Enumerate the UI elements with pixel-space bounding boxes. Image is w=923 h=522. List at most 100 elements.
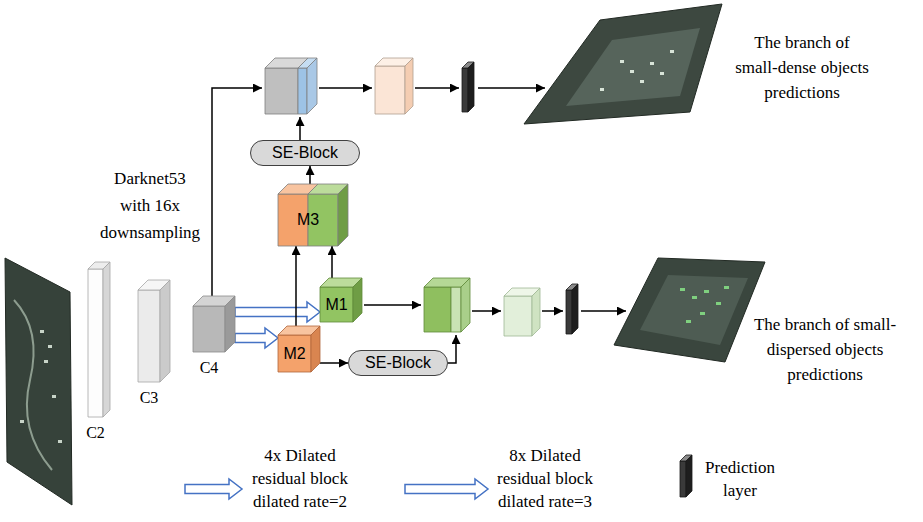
node-label: SE-Block bbox=[272, 143, 338, 163]
legend-entry: 4x Dilated residual block dilated rate=2 bbox=[250, 444, 350, 513]
node-label: M3 bbox=[297, 210, 319, 230]
cube-shape bbox=[193, 296, 235, 352]
feature-cube: C4 bbox=[193, 296, 235, 352]
image-dot bbox=[40, 330, 44, 333]
legend-text: 4x Dilated residual block dilated rate=2 bbox=[250, 444, 350, 513]
image-dot bbox=[660, 72, 664, 75]
image-dot bbox=[600, 88, 604, 91]
legend-entry: 8x Dilated residual block dilated rate=3 bbox=[495, 444, 595, 513]
image-dot bbox=[692, 296, 697, 299]
node-label: C2 bbox=[86, 423, 105, 443]
image-dot bbox=[640, 80, 644, 83]
legend-hollow-arrow bbox=[185, 479, 242, 499]
flow-line bbox=[299, 117, 301, 140]
flow-line bbox=[478, 87, 545, 89]
concat-cube bbox=[298, 68, 307, 114]
legend-hollow-arrow bbox=[405, 479, 488, 499]
feature-cube: M3 bbox=[278, 184, 348, 246]
image-dot bbox=[52, 395, 56, 398]
concat-cube bbox=[451, 287, 461, 332]
image-dot bbox=[630, 70, 634, 73]
flow-line bbox=[472, 310, 501, 312]
output-image bbox=[614, 258, 765, 362]
concat-cube bbox=[307, 58, 317, 114]
se-block: SE-Block bbox=[348, 350, 448, 376]
flow-line bbox=[415, 87, 459, 89]
flow-arrow bbox=[295, 246, 297, 326]
image-dot bbox=[716, 302, 721, 305]
conv-cube bbox=[405, 58, 413, 114]
flow-line bbox=[448, 335, 456, 363]
feature-cube: M2 bbox=[278, 326, 320, 372]
image-dot bbox=[700, 312, 705, 315]
cube-side bbox=[353, 278, 362, 322]
prediction-layer bbox=[462, 68, 468, 112]
input-image bbox=[5, 258, 72, 505]
node-label: C4 bbox=[200, 358, 219, 378]
cube-front bbox=[193, 306, 225, 352]
output-image bbox=[524, 4, 722, 124]
image-dot bbox=[650, 62, 654, 65]
legend-entry: Prediction layer bbox=[700, 456, 780, 502]
image-dot bbox=[58, 440, 62, 443]
node-label: C3 bbox=[140, 388, 159, 408]
image-dot bbox=[724, 286, 729, 289]
cube-side bbox=[311, 326, 320, 372]
legend-text: 8x Dilated residual block dilated rate=3 bbox=[495, 444, 595, 513]
prediction-layer bbox=[566, 290, 572, 334]
image-dot bbox=[20, 420, 24, 423]
flow-line bbox=[364, 304, 421, 306]
caption-text: The branch of small-dense objects predic… bbox=[733, 30, 871, 105]
flow-arrow bbox=[309, 166, 311, 184]
node-label: M1 bbox=[325, 295, 347, 315]
label-box: The branch of small-dense objects predic… bbox=[733, 30, 871, 105]
image-dot bbox=[670, 50, 674, 53]
image-dot bbox=[620, 60, 624, 63]
prediction-layer bbox=[572, 284, 578, 334]
image-region bbox=[640, 275, 748, 345]
feature-cube: M1 bbox=[320, 278, 362, 322]
flow-line bbox=[319, 87, 372, 89]
cube-front bbox=[88, 269, 103, 417]
legend-prediction-layer bbox=[686, 455, 692, 497]
dilated-block-arrow bbox=[235, 302, 320, 322]
caption-text: Darknet53 with 16x downsampling bbox=[100, 165, 200, 246]
image-dot bbox=[48, 345, 52, 348]
flow-arrow bbox=[331, 246, 333, 278]
cube-shape bbox=[88, 262, 110, 417]
cube-shape bbox=[138, 280, 170, 382]
flow-arrow bbox=[320, 362, 348, 364]
se-block: SE-Block bbox=[250, 140, 360, 166]
cube-front bbox=[320, 287, 353, 322]
conv-cube bbox=[375, 66, 405, 114]
image-dot bbox=[704, 290, 709, 293]
cube-front bbox=[138, 290, 160, 382]
cube-side bbox=[338, 184, 348, 246]
conv-cube bbox=[532, 288, 540, 336]
caption-text: The branch of small-dispersed objects pr… bbox=[745, 312, 905, 387]
conv-cube bbox=[504, 296, 532, 336]
node-label: M2 bbox=[283, 344, 305, 364]
cube-front bbox=[278, 335, 311, 372]
feature-cube: C3 bbox=[138, 280, 170, 382]
image-region bbox=[566, 28, 700, 106]
concat-cube bbox=[424, 287, 451, 332]
image-coast bbox=[14, 300, 52, 470]
label-box: Darknet53 with 16x downsampling bbox=[100, 165, 200, 246]
cube-side bbox=[103, 262, 110, 417]
node-label: SE-Block bbox=[365, 353, 431, 373]
dilated-block-arrow bbox=[235, 328, 278, 348]
image-dot bbox=[686, 320, 691, 323]
cube-side bbox=[225, 296, 235, 352]
feature-cube: C2 bbox=[88, 262, 110, 417]
flow-line bbox=[212, 88, 262, 296]
prediction-layer bbox=[468, 62, 474, 112]
concat-cube bbox=[461, 278, 470, 332]
cube-side bbox=[160, 280, 170, 382]
image-dot bbox=[44, 360, 48, 363]
legend-text: Prediction layer bbox=[700, 456, 780, 502]
flow-line bbox=[581, 310, 626, 312]
flow-line bbox=[542, 310, 563, 312]
